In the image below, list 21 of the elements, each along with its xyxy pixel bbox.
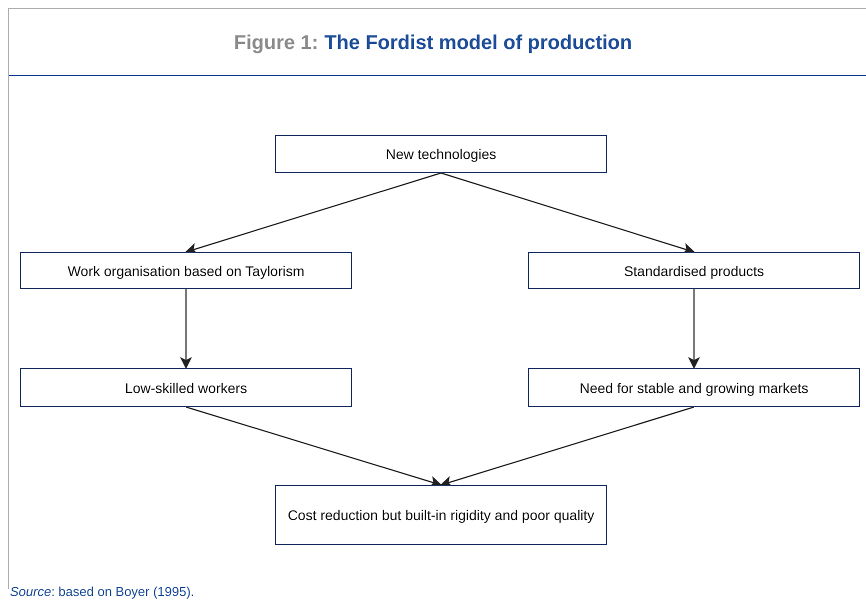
box-text: Standardised products xyxy=(624,262,764,281)
process-box xyxy=(275,135,607,173)
process-box xyxy=(528,252,860,289)
box-text: New technologies xyxy=(386,145,496,164)
figure-number: Figure 1: xyxy=(234,32,318,55)
box-text: Low-skilled workers xyxy=(124,378,248,398)
box-text: Work organisation based on Taylorism xyxy=(68,262,304,281)
process-box xyxy=(20,252,352,289)
figure-title: The Fordist model of production xyxy=(324,32,632,55)
arrow xyxy=(440,172,695,254)
arrow xyxy=(180,289,192,369)
process-box xyxy=(275,485,607,545)
process-box xyxy=(20,368,352,407)
arrow xyxy=(185,172,442,254)
arrow xyxy=(688,289,700,369)
arrow xyxy=(440,406,694,488)
box-text: Need for stable and growing markets xyxy=(580,378,808,398)
process-box xyxy=(528,368,860,407)
source-note: Source: based on Boyer (1995). xyxy=(10,584,194,599)
box-text: Cost reduction but built-in rigidity and poor quality xyxy=(288,506,594,525)
arrow xyxy=(186,406,442,488)
